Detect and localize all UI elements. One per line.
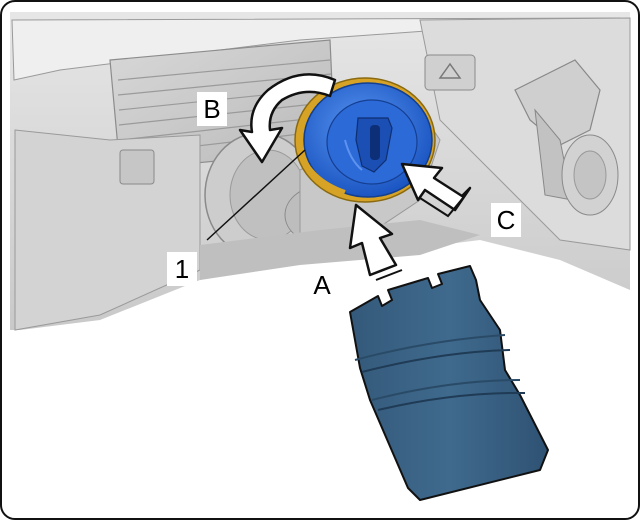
label-b: B: [197, 92, 227, 126]
leader-line-1: [206, 149, 306, 241]
removal-tool: [349, 265, 549, 501]
arrow-b-icon: [238, 73, 337, 164]
arrow-a-icon: [348, 203, 403, 281]
label-part-1: 1: [167, 252, 197, 286]
blue-ignition-part: [294, 77, 436, 203]
arrow-c-icon: [400, 162, 472, 218]
label-c: C: [491, 203, 521, 237]
label-a: A: [307, 268, 337, 302]
